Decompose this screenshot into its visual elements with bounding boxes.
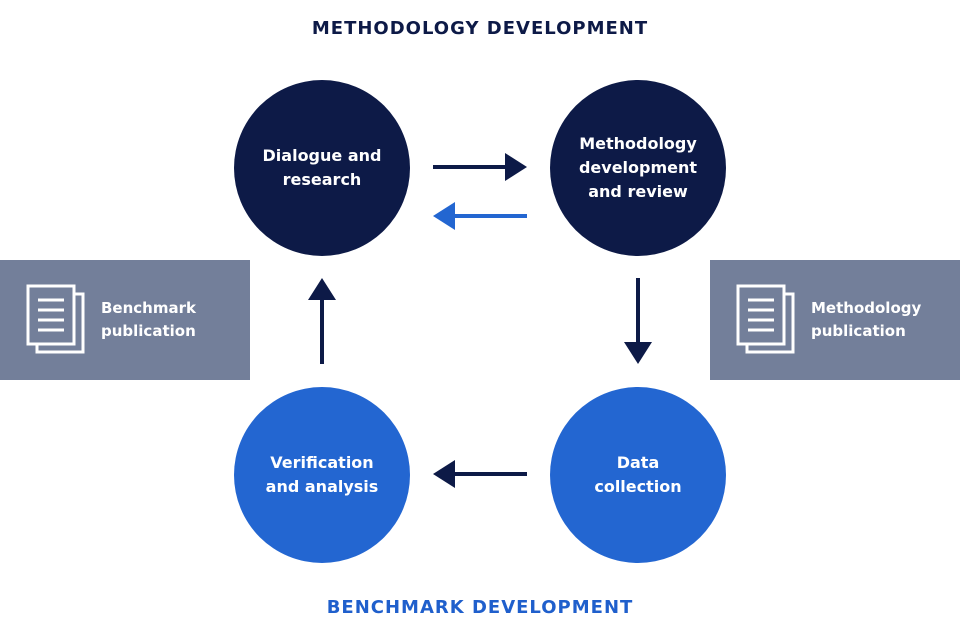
document-stack-icon <box>735 284 799 356</box>
node-label: Methodology development and review <box>578 134 698 201</box>
document-stack-icon <box>25 284 89 356</box>
arrow-verification-to-dialogue <box>308 278 336 364</box>
arrow-data-to-verification <box>433 460 527 488</box>
arrow-dialogue-to-methodology <box>433 153 527 181</box>
benchmark-publication-label: Benchmark publication <box>101 299 196 340</box>
methodology-development-title: METHODOLOGY DEVELOPMENT <box>311 18 649 39</box>
node-label: Data collection <box>594 453 682 496</box>
node-label: Verification and analysis <box>265 453 379 496</box>
node-dialogue-and-research: Dialogue and research <box>234 80 410 256</box>
benchmark-publication-box: Benchmark publication <box>0 260 250 380</box>
node-data-collection: Data collection <box>550 387 726 563</box>
methodology-publication-box: Methodology publication <box>710 260 960 380</box>
node-methodology-development: Methodology development and review <box>550 80 726 256</box>
node-verification-and-analysis: Verification and analysis <box>234 387 410 563</box>
arrow-methodology-to-dialogue <box>433 202 527 230</box>
node-label: Dialogue and research <box>262 146 382 189</box>
arrow-methodology-to-data <box>624 278 652 364</box>
benchmark-development-title: BENCHMARK DEVELOPMENT <box>326 597 634 618</box>
methodology-publication-label: Methodology publication <box>811 299 922 340</box>
